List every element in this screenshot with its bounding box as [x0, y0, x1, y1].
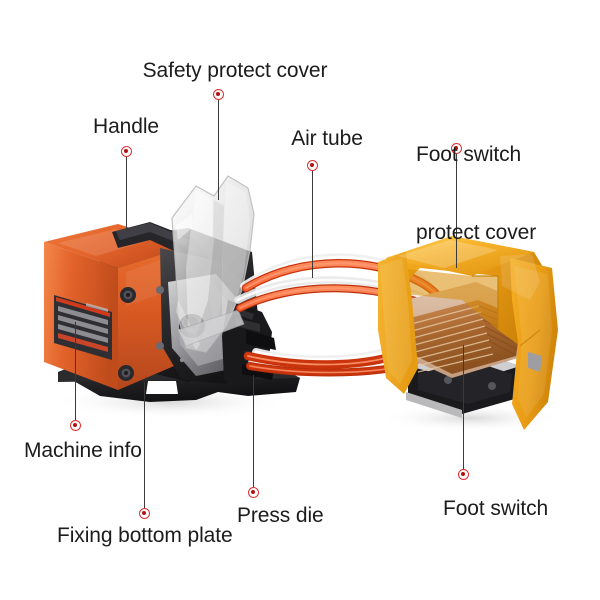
- callout-marker-fixing-bottom-plate[interactable]: [138, 507, 150, 519]
- leader-line-foot-switch-protect-cover: [456, 148, 458, 268]
- callout-label-machine-info: Machine info: [24, 439, 142, 462]
- callout-marker-air-tube[interactable]: [306, 159, 318, 171]
- callout-marker-press-die[interactable]: [247, 486, 259, 498]
- callout-label-air-tube: Air tube: [291, 127, 363, 150]
- leader-line-safety-protect-cover: [218, 94, 220, 200]
- leader-line-foot-switch: [463, 345, 465, 474]
- callout-marker-foot-switch[interactable]: [457, 468, 469, 480]
- machine-info-plate: [54, 295, 112, 360]
- callout-label-press-die: Press die: [237, 504, 324, 527]
- leader-line-handle: [126, 151, 128, 232]
- callout-label-foot-switch: Foot switch: [443, 497, 549, 520]
- leader-line-fixing-bottom-plate: [144, 382, 146, 513]
- callout-label-handle: Handle: [93, 115, 159, 138]
- leader-line-air-tube: [312, 165, 314, 278]
- callout-marker-safety-protect-cover[interactable]: [212, 88, 224, 100]
- callout-label-fixing-bottom-plate: Fixing bottom plate: [57, 524, 233, 547]
- callout-label-foot-switch-protect-cover: Foot switch protect cover: [416, 90, 536, 298]
- leader-line-press-die: [253, 375, 255, 492]
- callout-label-safety-protect-cover: Safety protect cover: [142, 59, 328, 82]
- leader-line-machine-info: [75, 322, 77, 425]
- safety-cover-part: [171, 175, 255, 353]
- callout-marker-machine-info[interactable]: [69, 419, 81, 431]
- callout-label-foot-switch-protect-cover-line1: Foot switch: [416, 143, 522, 166]
- callout-label-foot-switch-protect-cover-line2: protect cover: [416, 221, 537, 244]
- callout-marker-foot-switch-protect-cover[interactable]: [450, 142, 462, 154]
- callout-marker-handle[interactable]: [120, 145, 132, 157]
